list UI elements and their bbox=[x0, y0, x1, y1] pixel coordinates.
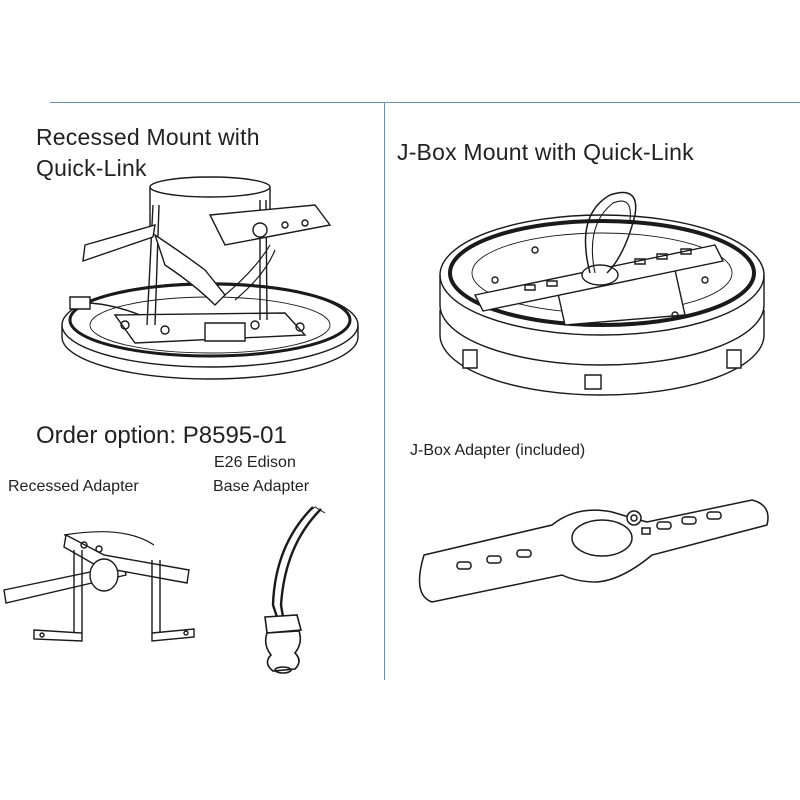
jbox-mount-fixture-illustration bbox=[435, 185, 770, 395]
center-divider-line bbox=[384, 102, 385, 680]
jbox-adapter-label: J-Box Adapter (included) bbox=[410, 442, 586, 459]
top-divider-line bbox=[50, 102, 800, 103]
recessed-mount-fixture-illustration bbox=[55, 175, 375, 395]
edison-label-line2: Base Adapter bbox=[213, 478, 310, 495]
jbox-mount-title: J-Box Mount with Quick-Link bbox=[397, 139, 694, 165]
edison-base-adapter-illustration bbox=[255, 505, 365, 675]
recessed-adapter-illustration bbox=[4, 515, 199, 655]
recessed-adapter-label: Recessed Adapter bbox=[8, 478, 139, 495]
recessed-mount-title-line2: Quick-Link bbox=[36, 155, 147, 181]
jbox-adapter-bar-illustration bbox=[412, 500, 772, 605]
edison-label-line1: E26 Edison bbox=[214, 454, 296, 471]
order-option-label: Order option: P8595-01 bbox=[36, 422, 287, 449]
recessed-mount-title-line1: Recessed Mount with bbox=[36, 124, 260, 150]
